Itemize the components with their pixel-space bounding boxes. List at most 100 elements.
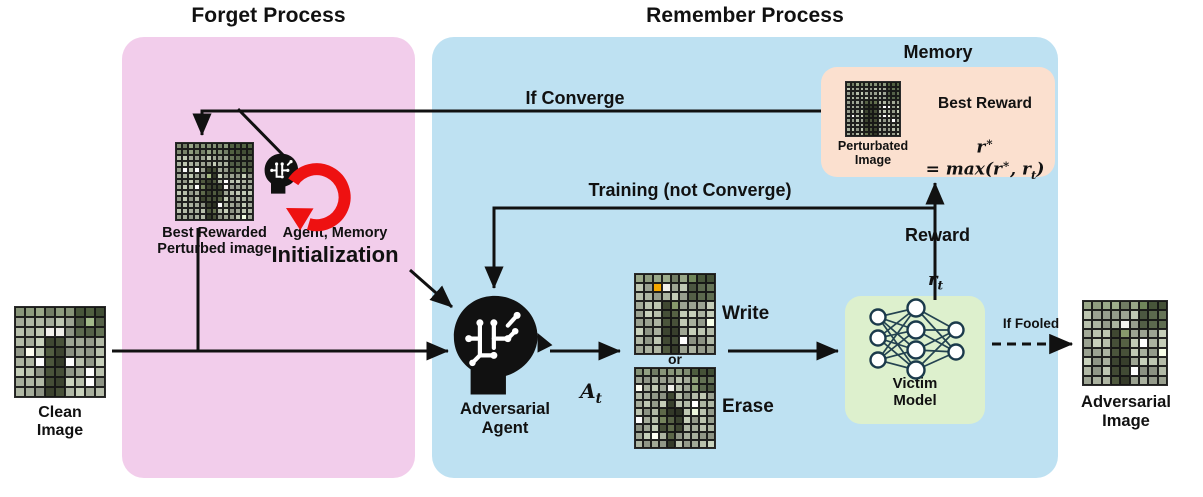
- image-cell: [882, 113, 887, 118]
- image-cell: [850, 131, 855, 136]
- image-cell: [873, 91, 878, 96]
- image-cell: [1139, 366, 1149, 376]
- image-cell: [15, 377, 25, 387]
- image-cell: [667, 416, 675, 424]
- image-cell: [181, 214, 188, 220]
- image-cell: [699, 408, 707, 416]
- image-cell: [247, 196, 253, 203]
- image-cell: [176, 154, 182, 161]
- image-cell: [667, 424, 675, 432]
- image-cell: [223, 143, 230, 149]
- if-fooled-label: If Fooled: [1002, 316, 1060, 331]
- or-label: or: [668, 351, 682, 367]
- image-cell: [651, 440, 659, 448]
- image-cell: [45, 327, 55, 337]
- image-cell: [187, 208, 194, 215]
- image-cell: [670, 291, 680, 301]
- image-cell: [661, 318, 671, 328]
- image-cell: [895, 131, 900, 136]
- image-cell: [855, 127, 860, 132]
- image-cell: [661, 274, 671, 283]
- image-cell: [635, 392, 643, 400]
- image-cell: [688, 282, 698, 292]
- image-cell: [850, 109, 855, 114]
- image-cell: [652, 309, 662, 319]
- image-cell: [679, 327, 689, 337]
- image-cell: [675, 440, 683, 448]
- image-cell: [25, 307, 35, 317]
- image-cell: [877, 118, 882, 123]
- image-cell: [176, 202, 182, 209]
- image-cell: [181, 166, 188, 173]
- image-cell: [699, 368, 707, 376]
- image-cell: [1120, 329, 1130, 339]
- image-cell: [95, 307, 105, 317]
- image-cell: [859, 113, 864, 118]
- image-cell: [15, 337, 25, 347]
- image-cell: [697, 345, 707, 354]
- image-cell: [205, 196, 212, 203]
- image-cell: [223, 160, 230, 167]
- image-cell: [643, 408, 651, 416]
- formula-r-star-2: r: [992, 159, 1002, 180]
- image-cell: [850, 95, 855, 100]
- image-cell: [181, 154, 188, 161]
- image-cell: [223, 166, 230, 173]
- image-cell: [55, 357, 65, 367]
- image-cell: [868, 86, 873, 91]
- image-cell: [688, 309, 698, 319]
- image-cell: [683, 408, 691, 416]
- image-cell: [635, 309, 644, 319]
- image-cell: [75, 327, 85, 337]
- image-cell: [223, 208, 230, 215]
- image-cell: [35, 347, 45, 357]
- image-cell: [864, 95, 869, 100]
- image-cell: [199, 143, 206, 149]
- image-cell: [55, 337, 65, 347]
- image-cell: [706, 300, 715, 310]
- image-cell: [659, 408, 667, 416]
- image-cell: [229, 178, 236, 185]
- image-cell: [187, 166, 194, 173]
- image-cell: [873, 118, 878, 123]
- image-cell: [868, 91, 873, 96]
- image-cell: [187, 196, 194, 203]
- image-cell: [95, 337, 105, 347]
- image-cell: [1148, 319, 1158, 329]
- forget-process-title: Forget Process: [191, 4, 346, 27]
- image-cell: [873, 100, 878, 105]
- image-cell: [25, 377, 35, 387]
- image-cell: [15, 357, 25, 367]
- image-cell: [217, 196, 224, 203]
- image-cell: [247, 166, 253, 173]
- image-cell: [651, 376, 659, 384]
- best-rewarded-label: Best Rewarded Perturbed image: [157, 225, 272, 258]
- image-cell: [877, 122, 882, 127]
- image-cell: [176, 208, 182, 215]
- image-cell: [659, 424, 667, 432]
- image-cell: [635, 345, 644, 354]
- formula-r-star: r: [976, 137, 986, 158]
- image-cell: [75, 307, 85, 317]
- image-cell: [882, 122, 887, 127]
- image-cell: [95, 367, 105, 377]
- image-cell: [675, 416, 683, 424]
- image-cell: [55, 317, 65, 327]
- reward-subscript: t: [937, 278, 944, 293]
- image-cell: [683, 384, 691, 392]
- image-cell: [659, 440, 667, 448]
- image-cell: [707, 424, 715, 432]
- image-cell: [193, 178, 200, 185]
- image-cell: [706, 309, 715, 319]
- image-cell: [691, 408, 699, 416]
- image-cell: [895, 122, 900, 127]
- image-cell: [886, 100, 891, 105]
- image-cell: [1101, 357, 1111, 367]
- image-cell: [1129, 347, 1139, 357]
- image-cell: [643, 424, 651, 432]
- image-cell: [859, 86, 864, 91]
- image-cell: [683, 440, 691, 448]
- image-cell: [199, 190, 206, 197]
- image-cell: [205, 208, 212, 215]
